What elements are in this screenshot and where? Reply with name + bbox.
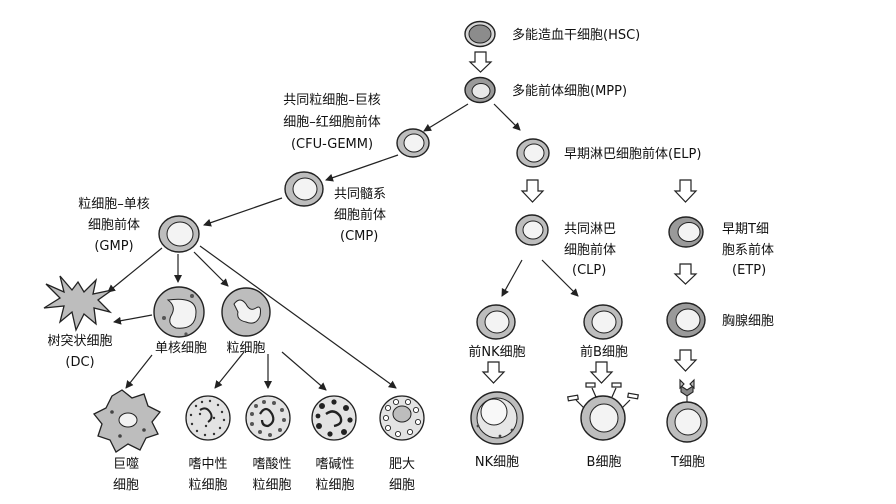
label-dc-line1: 树突状细胞 — [47, 333, 112, 349]
hollow-arrow-hsc-mpp — [468, 51, 493, 73]
label-pre-nk: 前NK细胞 — [468, 344, 525, 360]
label-mast-line1: 肥大 — [389, 457, 415, 472]
label-dc-line2: (DC) — [65, 355, 94, 370]
label-hsc: 多能造血干细胞(HSC) — [512, 27, 640, 43]
label-pre-b: 前B细胞 — [580, 344, 628, 360]
label-cmp-line2: 细胞前体 — [334, 207, 386, 223]
cell-elp — [516, 138, 550, 168]
arrow-mpp-elp — [493, 103, 521, 131]
cell-b — [567, 382, 639, 441]
label-cfu-gemm-line1: 共同粒细胞–巨核 — [283, 93, 381, 108]
arrow-cfugemm-cmp — [325, 154, 399, 182]
cell-cmp — [284, 171, 324, 207]
label-eosinophil-line1: 嗜酸性 — [252, 457, 291, 472]
arrow-gmp-mast — [199, 245, 397, 389]
label-cfu-gemm-line2: 细胞–红细胞前体 — [283, 114, 381, 130]
cell-t — [666, 378, 708, 443]
arrow-cmp-gmp — [203, 197, 283, 227]
hollow-arrow-elp-clp — [520, 179, 545, 203]
label-clp-line2: 细胞前体 — [564, 242, 616, 258]
label-cfu-gemm-line3: (CFU-GEMM) — [291, 137, 373, 152]
cell-clp — [515, 214, 549, 246]
label-mast-line2: 细胞 — [389, 478, 415, 493]
label-etp-line3: (ETP) — [732, 263, 766, 278]
label-neutrophil-line1: 嗜中性 — [188, 457, 227, 472]
cell-dendritic — [43, 275, 113, 332]
hollow-arrow-etp-thymocyte — [673, 263, 698, 285]
hollow-arrow-elp-etp — [673, 179, 698, 203]
label-eosinophil-line2: 粒细胞 — [252, 478, 291, 493]
arrow-clp-prenk — [501, 259, 523, 297]
cell-macrophage — [92, 389, 162, 453]
label-cmp-line3: (CMP) — [340, 229, 378, 244]
cell-basophil — [311, 395, 357, 441]
cell-cfu-gemm — [396, 128, 430, 158]
label-monocyte: 单核细胞 — [155, 341, 207, 356]
label-cmp-line1: 共同髓系 — [334, 187, 386, 202]
cell-gmp — [158, 215, 200, 253]
label-macrophage-line1: 巨噬 — [113, 457, 139, 472]
arrow-granulocyte-neutrophil — [214, 351, 245, 389]
label-gmp-line2: 细胞前体 — [88, 217, 140, 233]
label-thymocyte: 胸腺细胞 — [722, 314, 774, 329]
label-gmp-line3: (GMP) — [94, 239, 133, 254]
cell-monocyte — [153, 286, 205, 338]
label-clp-line1: 共同淋巴 — [564, 222, 616, 237]
label-etp-line1: 早期T细 — [722, 222, 769, 237]
label-gmp-line1: 粒细胞–单核 — [78, 197, 150, 212]
cell-eosinophil — [245, 395, 291, 441]
label-mpp: 多能前体细胞(MPP) — [512, 83, 627, 99]
t-cell-receptor-icon — [679, 378, 695, 402]
b-cell-receptor-icon — [567, 382, 639, 409]
label-b: B细胞 — [587, 455, 622, 470]
cell-nk — [470, 391, 524, 445]
arrow-granulocyte-basophil — [281, 351, 327, 391]
label-basophil-line1: 嗜碱性 — [315, 457, 354, 472]
cell-granulocyte — [221, 287, 271, 337]
arrow-gmp-granulocyte — [193, 251, 229, 287]
cell-mast — [379, 395, 425, 441]
label-basophil-line2: 粒细胞 — [315, 478, 354, 493]
label-t: T细胞 — [670, 455, 705, 470]
label-macrophage-line2: 细胞 — [113, 478, 139, 493]
cell-etp — [668, 216, 704, 248]
arrow-gmp-dc — [107, 247, 163, 293]
cell-pre-b — [583, 304, 623, 340]
arrow-mpp-cfugemm — [423, 103, 469, 132]
cell-mpp — [464, 76, 496, 104]
label-etp-line2: 胞系前体 — [722, 242, 774, 258]
hollow-arrow-thymocyte-t — [673, 349, 698, 372]
label-nk: NK细胞 — [475, 455, 519, 470]
label-granulocyte: 粒细胞 — [226, 341, 265, 356]
arrow-monocyte-macrophage — [125, 354, 153, 389]
label-elp: 早期淋巴细胞前体(ELP) — [564, 146, 701, 162]
cell-thymocyte — [666, 302, 706, 338]
cell-neutrophil — [185, 395, 231, 441]
line-arrows — [107, 103, 579, 391]
hollow-arrow-prenk-nk — [481, 361, 506, 384]
label-clp-line3: (CLP) — [572, 263, 606, 278]
arrow-monocyte-dc — [113, 314, 153, 325]
cell-pre-nk — [476, 304, 516, 340]
hollow-arrow-preb-b — [589, 361, 614, 384]
cell-hsc — [464, 20, 496, 48]
label-neutrophil-line2: 粒细胞 — [188, 478, 227, 493]
arrow-clp-preb — [541, 259, 579, 297]
hollow-arrows — [468, 51, 698, 384]
